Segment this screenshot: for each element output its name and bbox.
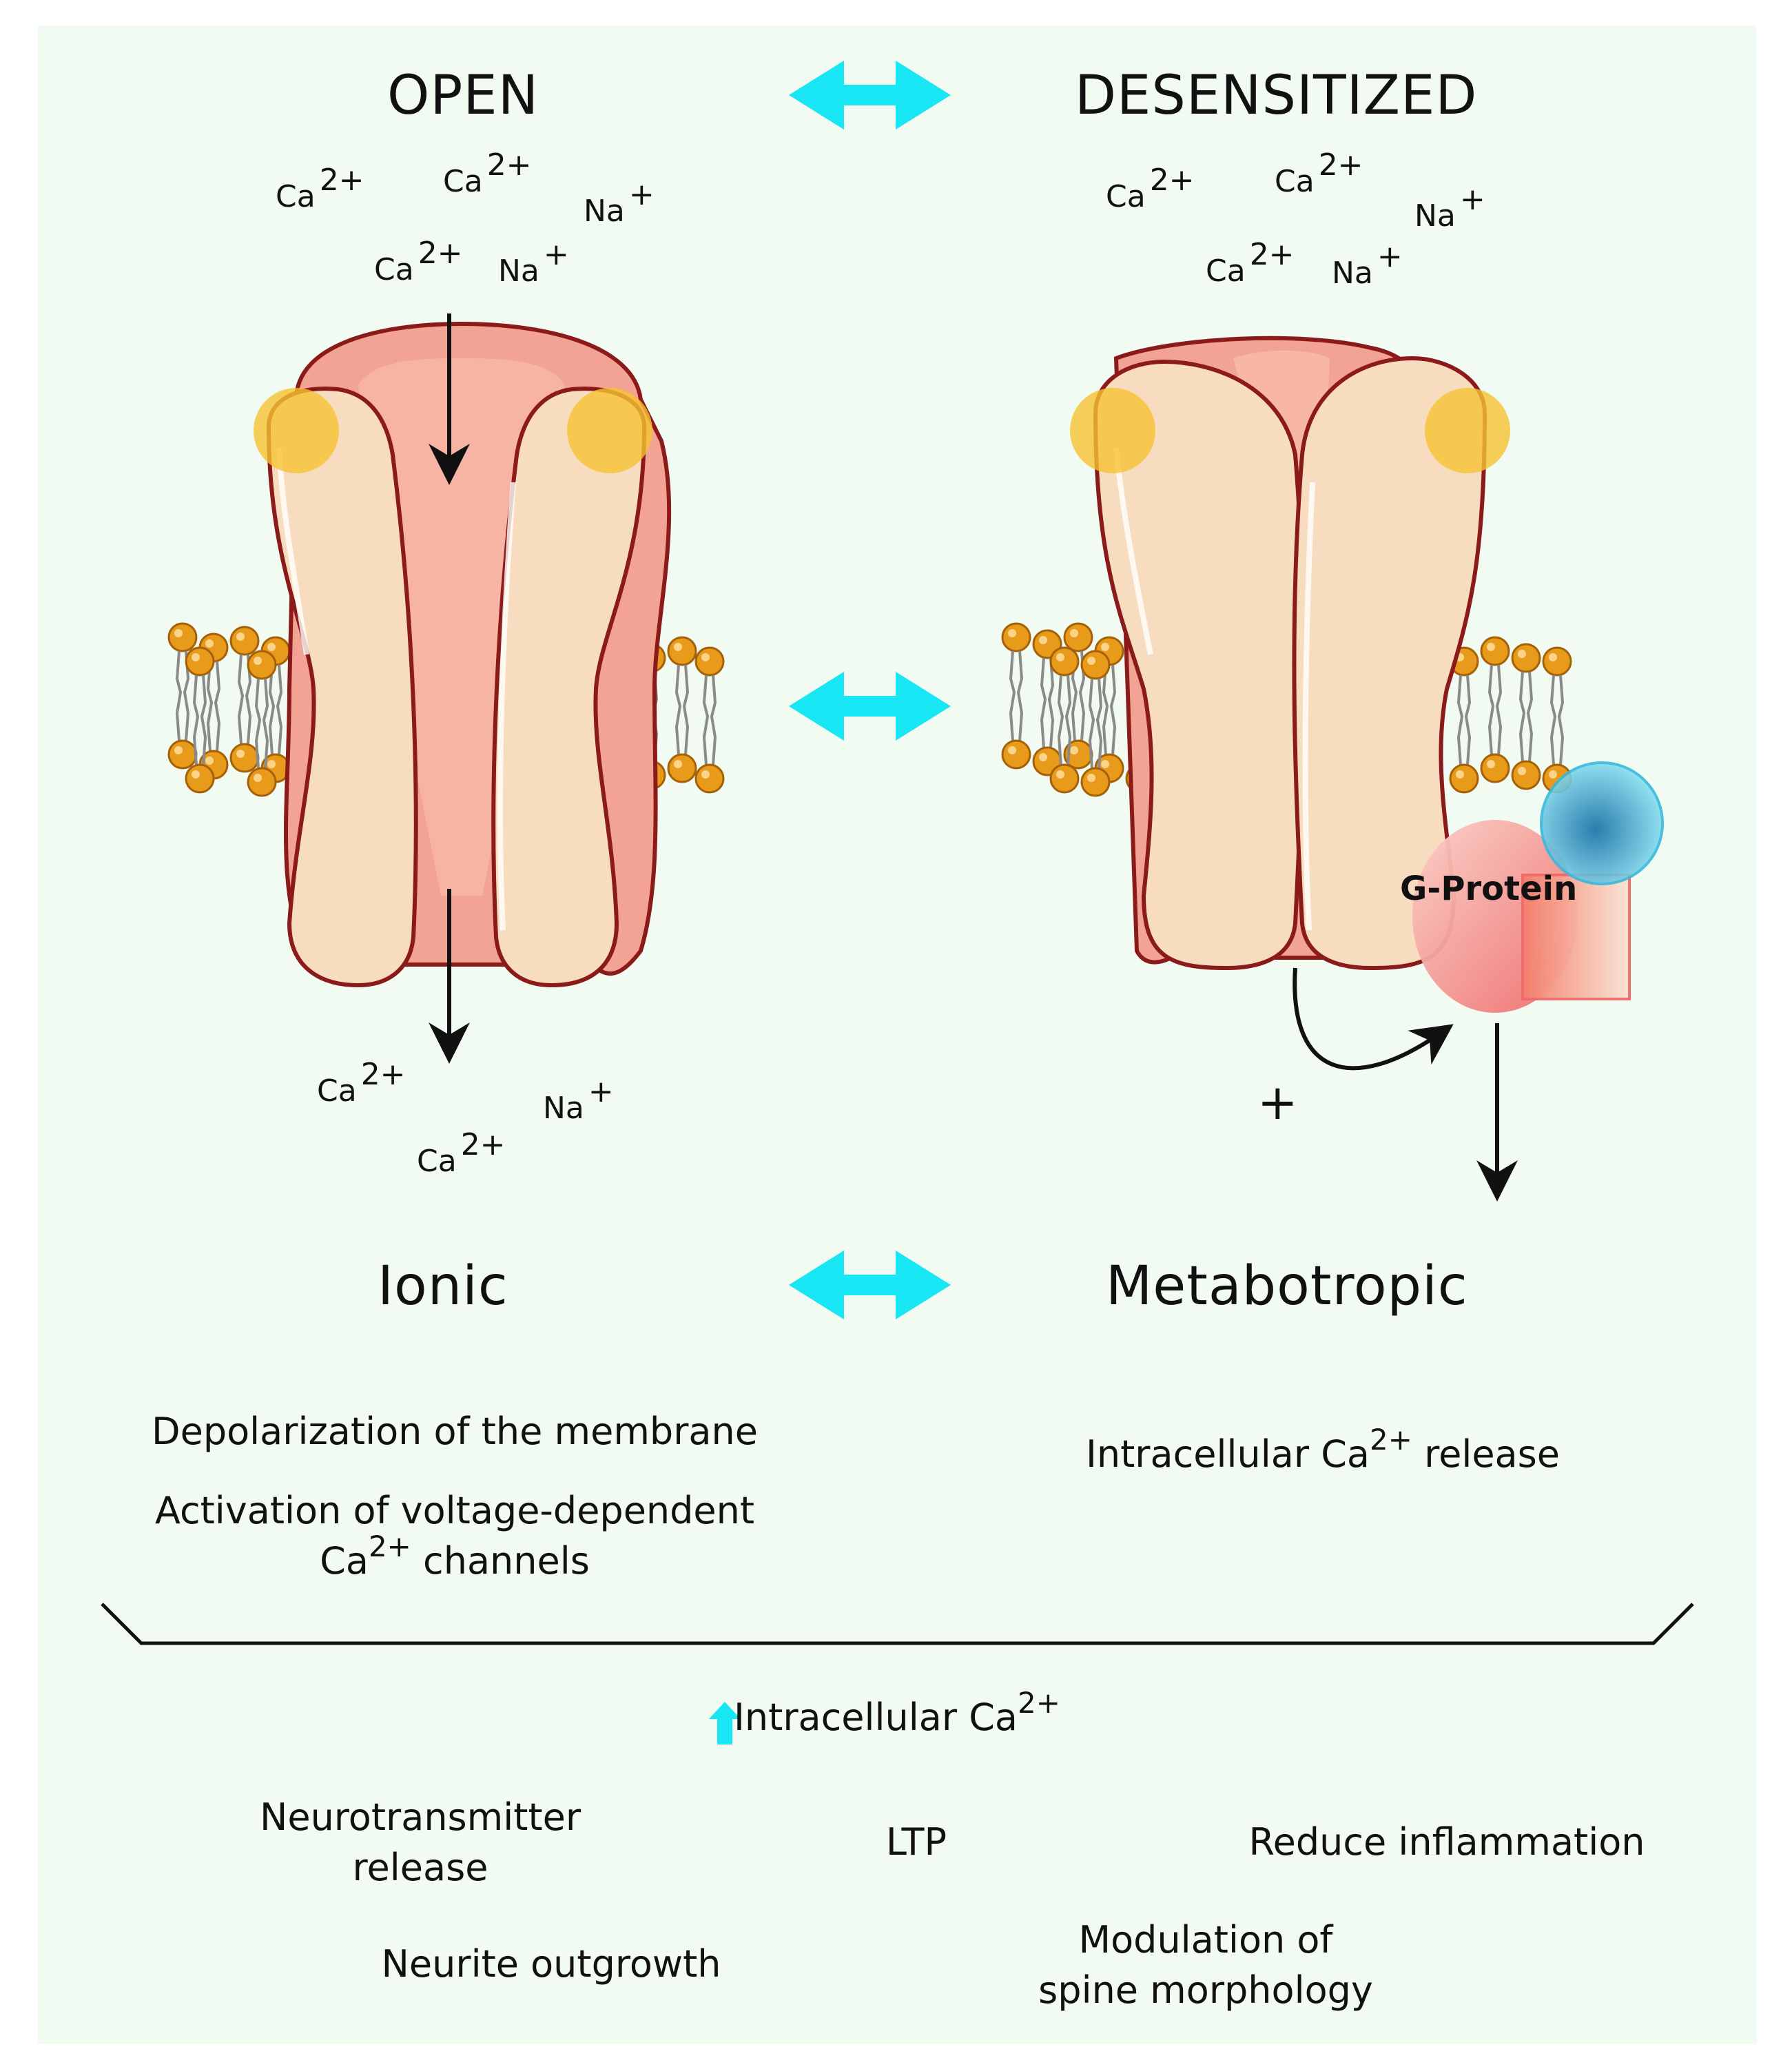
metabotropic-effect-release: Intracellular Ca2+ release [1085,1422,1561,1476]
heading-metabotropic: Metabotropic [1106,1255,1468,1317]
binding-site-icon-open-left [254,388,339,473]
open-channel [167,313,725,1064]
outcome-neurotransmitter-release: Neurotransmitter release [259,1795,581,1889]
g-protein-label: G-Protein [1400,869,1578,908]
double-arrow-icon-middle [789,672,951,741]
double-arrow-icon-bottom [789,1250,951,1319]
g-protein-icon [1412,761,1664,1013]
outcome-neurite-outgrowth: Neurite outgrowth [381,1942,721,1986]
binding-site-icon-desensitized-right [1425,388,1510,473]
ion-label: Na+ [584,177,655,229]
ion-label: Na+ [498,237,569,289]
activation-curved-arrow [1292,967,1454,1071]
binding-site-icon-desensitized-left [1070,388,1155,473]
outcome-spine-morphology: Modulation of spine morphology [1038,1918,1373,2012]
ionic-effect-depolarization: Depolarization of the membrane [152,1410,758,1453]
increase-arrow-icon [709,1702,741,1744]
outcome-ltp: LTP [885,1820,947,1864]
desensitized-channel [1001,336,1664,1202]
summary-brace [101,1603,1694,1645]
plus-sign: + [1257,1074,1298,1131]
outcome-reduce-inflammation: Reduce inflammation [1248,1820,1645,1864]
binding-site-icon-open-right [567,388,652,473]
membrane-right-desensitized [1449,636,1572,794]
ion-label: Na+ [1332,239,1403,291]
ion-label: Na+ [543,1074,614,1126]
heading-ionic: Ionic [378,1255,508,1317]
summary-intracellular-ca: Intracellular Ca2+ [734,1685,1060,1739]
ionic-effect-vdcc: Activation of voltage-dependent Ca2+ cha… [154,1489,755,1583]
double-arrow-icon-top [789,61,951,130]
heading-desensitized: DESENSITIZED [1075,65,1478,127]
ion-label: Na+ [1414,182,1485,234]
heading-open: OPEN [387,65,539,127]
